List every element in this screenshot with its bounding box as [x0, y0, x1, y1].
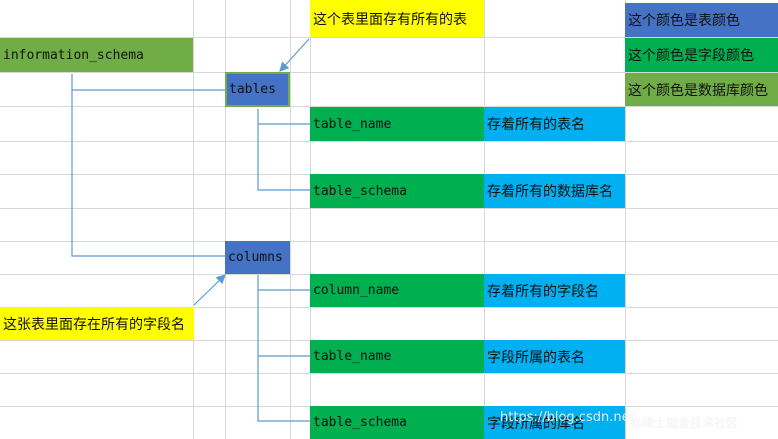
columns-field-column-name: column_name [310, 274, 484, 307]
tables-note-text: 这个表里面存有所有的表 [313, 11, 467, 28]
tables-note-arrow [279, 38, 310, 72]
columns-to-column-name-connector [257, 275, 310, 291]
tables-field-table-schema-desc-text: 存着所有的数据库名 [487, 184, 613, 200]
columns-field-table-schema-desc-text: 字段所属的库名 [487, 415, 585, 432]
database-node: information_schema [0, 38, 193, 72]
tables-field-table-schema-desc: 存着所有的数据库名 [484, 174, 625, 208]
tables-field-table-schema-label: table_schema [313, 183, 407, 199]
tables-field-table-name-desc-text: 存着所有的表名 [487, 117, 585, 133]
db-to-columns-connector [71, 90, 225, 257]
columns-field-column-name-desc-text: 存着所有的字段名 [487, 283, 599, 300]
tables-note: 这个表里面存有所有的表 [310, 0, 484, 37]
legend-field-color-label: 这个颜色是字段颜色 [628, 48, 754, 64]
legend-field-color: 这个颜色是字段颜色 [625, 38, 778, 72]
grid-line [0, 72, 778, 73]
tables-field-table-schema: table_schema [310, 174, 484, 208]
grid-line [310, 0, 311, 439]
database-name: information_schema [3, 47, 144, 63]
grid-line [0, 106, 778, 107]
columns-field-table-name: table_name [310, 340, 484, 373]
db-to-tables-connector [71, 74, 225, 91]
columns-node: columns [225, 241, 290, 274]
tables-field-table-name: table_name [310, 107, 484, 141]
legend-table-color-label: 这个颜色是表颜色 [628, 13, 740, 29]
grid-line [625, 0, 626, 439]
tables-node: tables [225, 72, 290, 107]
columns-field-table-name-label: table_name [313, 349, 392, 364]
legend-db-color-label: 这个颜色是数据库颜色 [628, 82, 768, 99]
columns-to-table-name-connector [257, 290, 310, 357]
columns-note-arrow [193, 274, 226, 306]
tables-field-table-name-label: table_name [313, 116, 392, 132]
grid-line [0, 241, 778, 242]
columns-field-table-schema-label: table_schema [313, 415, 407, 430]
columns-node-label: columns [228, 250, 283, 265]
grid-line [0, 141, 778, 142]
tables-to-table-name-connector [257, 109, 310, 125]
grid-line [0, 373, 778, 374]
tables-field-table-name-desc: 存着所有的表名 [484, 107, 625, 141]
grid-line [484, 0, 485, 439]
columns-field-table-name-desc-text: 字段所属的表名 [487, 349, 585, 366]
tables-node-label: tables [229, 82, 276, 97]
columns-field-table-schema-desc: 字段所属的库名 [484, 406, 625, 439]
grid-line [0, 208, 778, 209]
watermark-right-text: @稀土掘金技术社区 [630, 416, 739, 430]
columns-field-column-name-label: column_name [313, 283, 400, 298]
legend-db-color: 这个颜色是数据库颜色 [625, 73, 778, 106]
columns-note-text: 这张表里面存在所有的字段名 [3, 316, 185, 333]
columns-field-table-name-desc: 字段所属的表名 [484, 340, 625, 373]
columns-note: 这张表里面存在所有的字段名 [0, 307, 194, 340]
columns-field-table-schema: table_schema [310, 406, 484, 439]
grid-line [290, 0, 291, 439]
columns-to-table-schema-connector [257, 356, 310, 422]
columns-field-column-name-desc: 存着所有的字段名 [484, 274, 625, 307]
grid-line [0, 37, 778, 38]
tables-to-table-schema-connector [257, 124, 310, 191]
grid-line [225, 0, 226, 439]
legend-table-color: 这个颜色是表颜色 [625, 3, 778, 37]
watermark-right: @稀土掘金技术社区 [630, 414, 738, 431]
grid-line [0, 307, 778, 308]
